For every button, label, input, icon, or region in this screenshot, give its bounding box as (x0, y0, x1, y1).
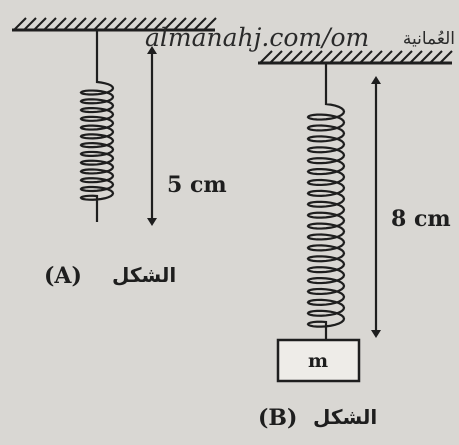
mass-block: m (276, 338, 361, 383)
mass-label: m (308, 350, 328, 372)
caption-b-word: الشكل (313, 405, 377, 429)
caption-a-letter: (A) (44, 263, 82, 289)
watermark-label: العُمانية (403, 29, 455, 49)
ceiling-b (258, 50, 453, 65)
watermark-url: almanahj.com/om (145, 23, 369, 52)
length-label-a: 5 cm (167, 172, 227, 198)
caption-a-word: الشكل (112, 263, 176, 287)
spring-b (306, 63, 346, 340)
spring-a (79, 30, 115, 222)
length-label-b: 8 cm (391, 206, 451, 232)
caption-b-letter: (B) (258, 405, 297, 431)
ceiling-a (12, 17, 217, 32)
